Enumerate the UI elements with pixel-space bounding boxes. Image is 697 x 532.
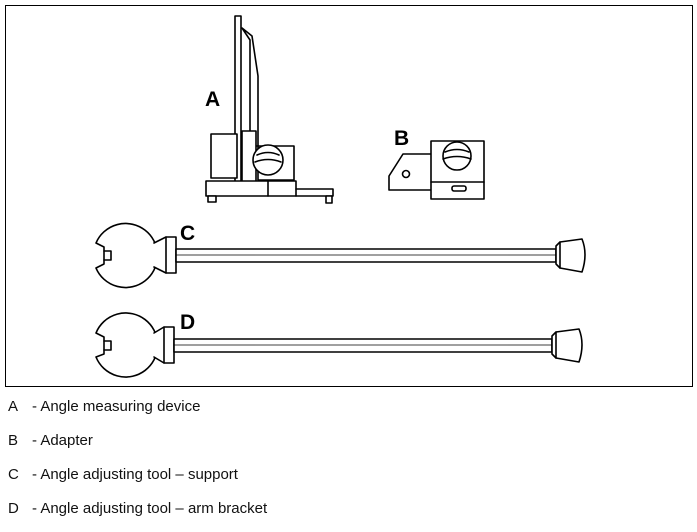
callout-a: A bbox=[205, 88, 220, 111]
legend-item-d: D - Angle adjusting tool – arm bracket bbox=[8, 498, 688, 532]
callout-c: C bbox=[180, 222, 195, 245]
legend-text: - Angle adjusting tool – arm bracket bbox=[32, 500, 268, 517]
legend-item-a: A - Angle measuring device bbox=[8, 396, 688, 430]
angle-adjusting-tool-support: C bbox=[95, 222, 586, 289]
legend-item-b: B - Adapter bbox=[8, 430, 688, 464]
angle-measuring-device: A bbox=[205, 15, 334, 204]
adapter: B bbox=[388, 127, 485, 200]
legend-key: B bbox=[8, 432, 19, 449]
legend-key: D bbox=[8, 500, 19, 517]
legend: A - Angle measuring device B - Adapter C… bbox=[8, 396, 688, 532]
angle-adjusting-tool-arm-bracket: D bbox=[95, 311, 583, 378]
legend-item-c: C - Angle adjusting tool – support bbox=[8, 464, 688, 498]
legend-key: A bbox=[8, 398, 19, 415]
callout-b: B bbox=[394, 127, 409, 150]
parts-figure: A B bbox=[5, 5, 693, 387]
callout-d: D bbox=[180, 311, 195, 334]
legend-text: - Adapter bbox=[32, 432, 93, 449]
legend-key: C bbox=[8, 466, 19, 483]
legend-text: - Angle measuring device bbox=[32, 398, 201, 415]
legend-text: - Angle adjusting tool – support bbox=[32, 466, 238, 483]
